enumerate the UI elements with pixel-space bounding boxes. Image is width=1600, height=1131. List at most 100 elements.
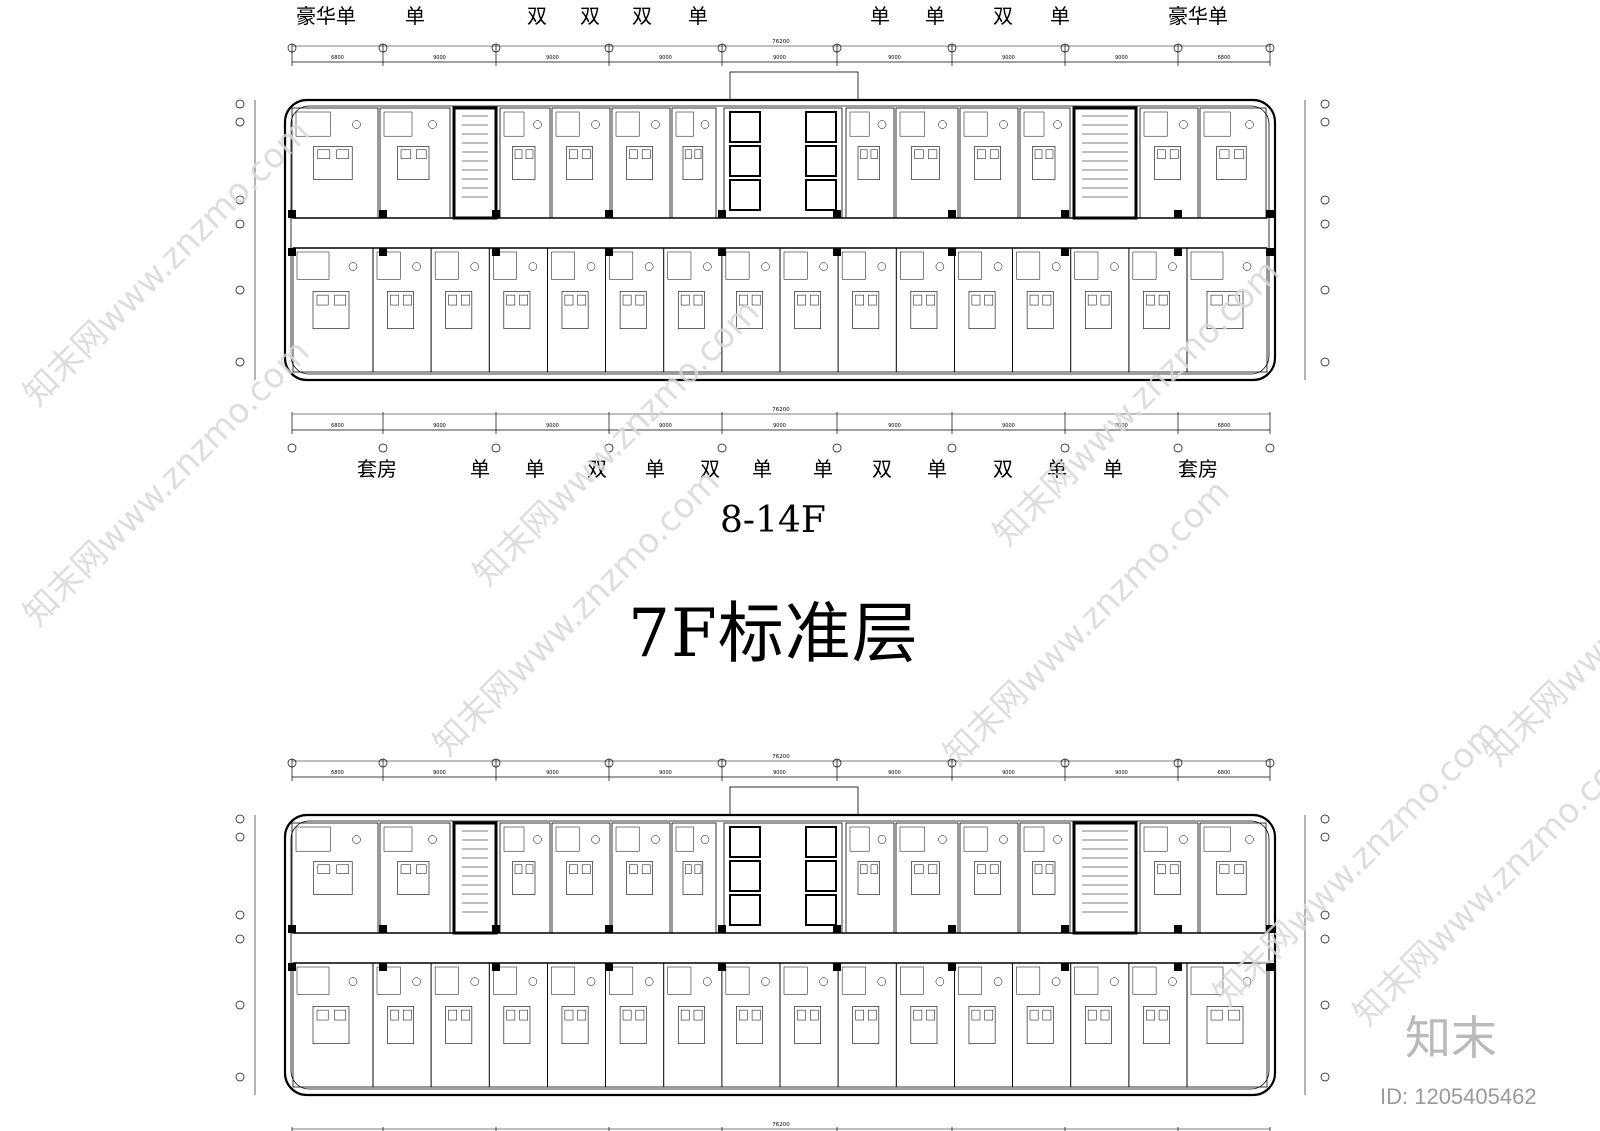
structural-column [379,925,387,933]
plant-symbol [819,977,828,986]
pillow-symbol [416,864,427,874]
elevator-shaft [729,894,761,926]
grid-axis-bubble [235,832,245,842]
grid-axis-bubble [235,285,245,295]
guest-room-lower [488,962,548,1088]
pillow-symbol [860,864,868,874]
grid-axis-bubble [1320,1072,1330,1082]
structural-column [948,210,956,218]
structural-column [1174,963,1182,971]
pillow-symbol [694,149,702,159]
grid-axis-bubble [832,43,842,53]
room-label-single: 单 [870,4,890,28]
pillow-symbol [913,294,923,306]
bathroom-symbol [493,966,517,995]
guest-room-lower [547,247,606,373]
structural-column [492,248,500,256]
pillow-symbol [1210,294,1223,306]
guest-room-upper [895,107,959,219]
pillow-symbol [751,294,761,306]
plant-symbol [1242,262,1252,271]
pillow-symbol [809,294,819,306]
bed-symbol [911,861,940,895]
guest-room-lower [605,962,665,1088]
room-label-single: 单 [525,457,545,481]
guest-room-lower [663,962,723,1088]
bay-dimension-label: 6800 [331,423,344,429]
bed-symbol [910,1006,938,1044]
bathroom-symbol [958,251,982,280]
bathroom-symbol [1074,251,1099,280]
bed-symbol [794,1006,821,1044]
room-label-single: 单 [813,457,833,481]
bay-dimension-label: 6800 [331,770,344,776]
pillow-symbol [569,864,578,874]
bathroom-symbol [1203,826,1231,852]
bay-dimension-label: 9000 [888,55,901,61]
room-label-double: 双 [527,4,547,28]
grid-axis-bubble [717,443,727,453]
floor-range-title: 8-14F [720,500,826,541]
bathroom-symbol [1023,111,1045,137]
bathroom-symbol [675,111,694,137]
pillow-symbol [860,149,868,159]
room-label-double: 双 [632,4,652,28]
bed-symbol [1143,1006,1170,1044]
guest-room-lower [372,962,432,1088]
pillow-symbol [989,864,999,874]
brand-logo-text: 知末 [1405,1011,1497,1065]
bathroom-symbol [295,111,331,137]
grid-axis-bubble [1320,357,1330,367]
plant-symbol [1179,120,1188,129]
guest-room-lower [605,247,665,373]
plant-symbol [999,835,1008,844]
guest-room-upper [1139,107,1199,219]
pillow-symbol [506,294,516,306]
elevator-shaft [729,111,761,143]
pillow-symbol [525,864,534,874]
bathroom-symbol [963,111,988,137]
structural-column [605,925,613,933]
plant-symbol [591,835,600,844]
suite-room [1186,247,1268,373]
pillow-symbol [926,294,935,306]
grid-axis-bubble [378,443,388,453]
structural-column [833,248,841,256]
bathroom-symbol [899,826,926,852]
bay-dimension-label: 9000 [546,423,559,429]
bay-dimension-label: 9000 [773,770,786,776]
guest-room-lower [372,247,432,373]
bay-dimension-label: 9000 [659,770,672,776]
bay-dimension-label: 9000 [773,55,786,61]
grid-axis-bubble [235,219,245,229]
grid-axis-bubble [1320,117,1330,127]
grid-axis-bubble [1320,99,1330,109]
grid-axis-bubble [832,443,842,453]
plant-symbol [412,262,421,271]
grid-axis-bubble [1320,910,1330,920]
pillow-symbol [461,294,470,306]
elevator-shaft [729,860,761,892]
pillow-symbol [684,149,692,159]
pillow-symbol [927,864,938,874]
plant-symbol [348,262,358,271]
bay-dimension-label: 9000 [888,770,901,776]
structural-column [379,963,387,971]
structural-column [1266,210,1274,218]
plant-symbol [1179,835,1188,844]
bathroom-symbol [376,966,401,995]
bathroom-symbol [551,966,575,995]
pillow-symbol [416,149,427,159]
grid-axis-bubble [1320,195,1330,205]
structural-column [492,963,500,971]
pillow-symbol [334,294,347,306]
bathroom-symbol [1143,111,1168,137]
structural-column [718,925,726,933]
structural-column [492,210,500,218]
grid-axis-bubble [287,443,297,453]
plant-symbol [700,835,710,844]
plant-symbol [1053,835,1062,844]
grid-axis-bubble [1265,758,1275,768]
pillow-symbol [622,294,632,306]
pillow-symbol [1158,294,1168,306]
